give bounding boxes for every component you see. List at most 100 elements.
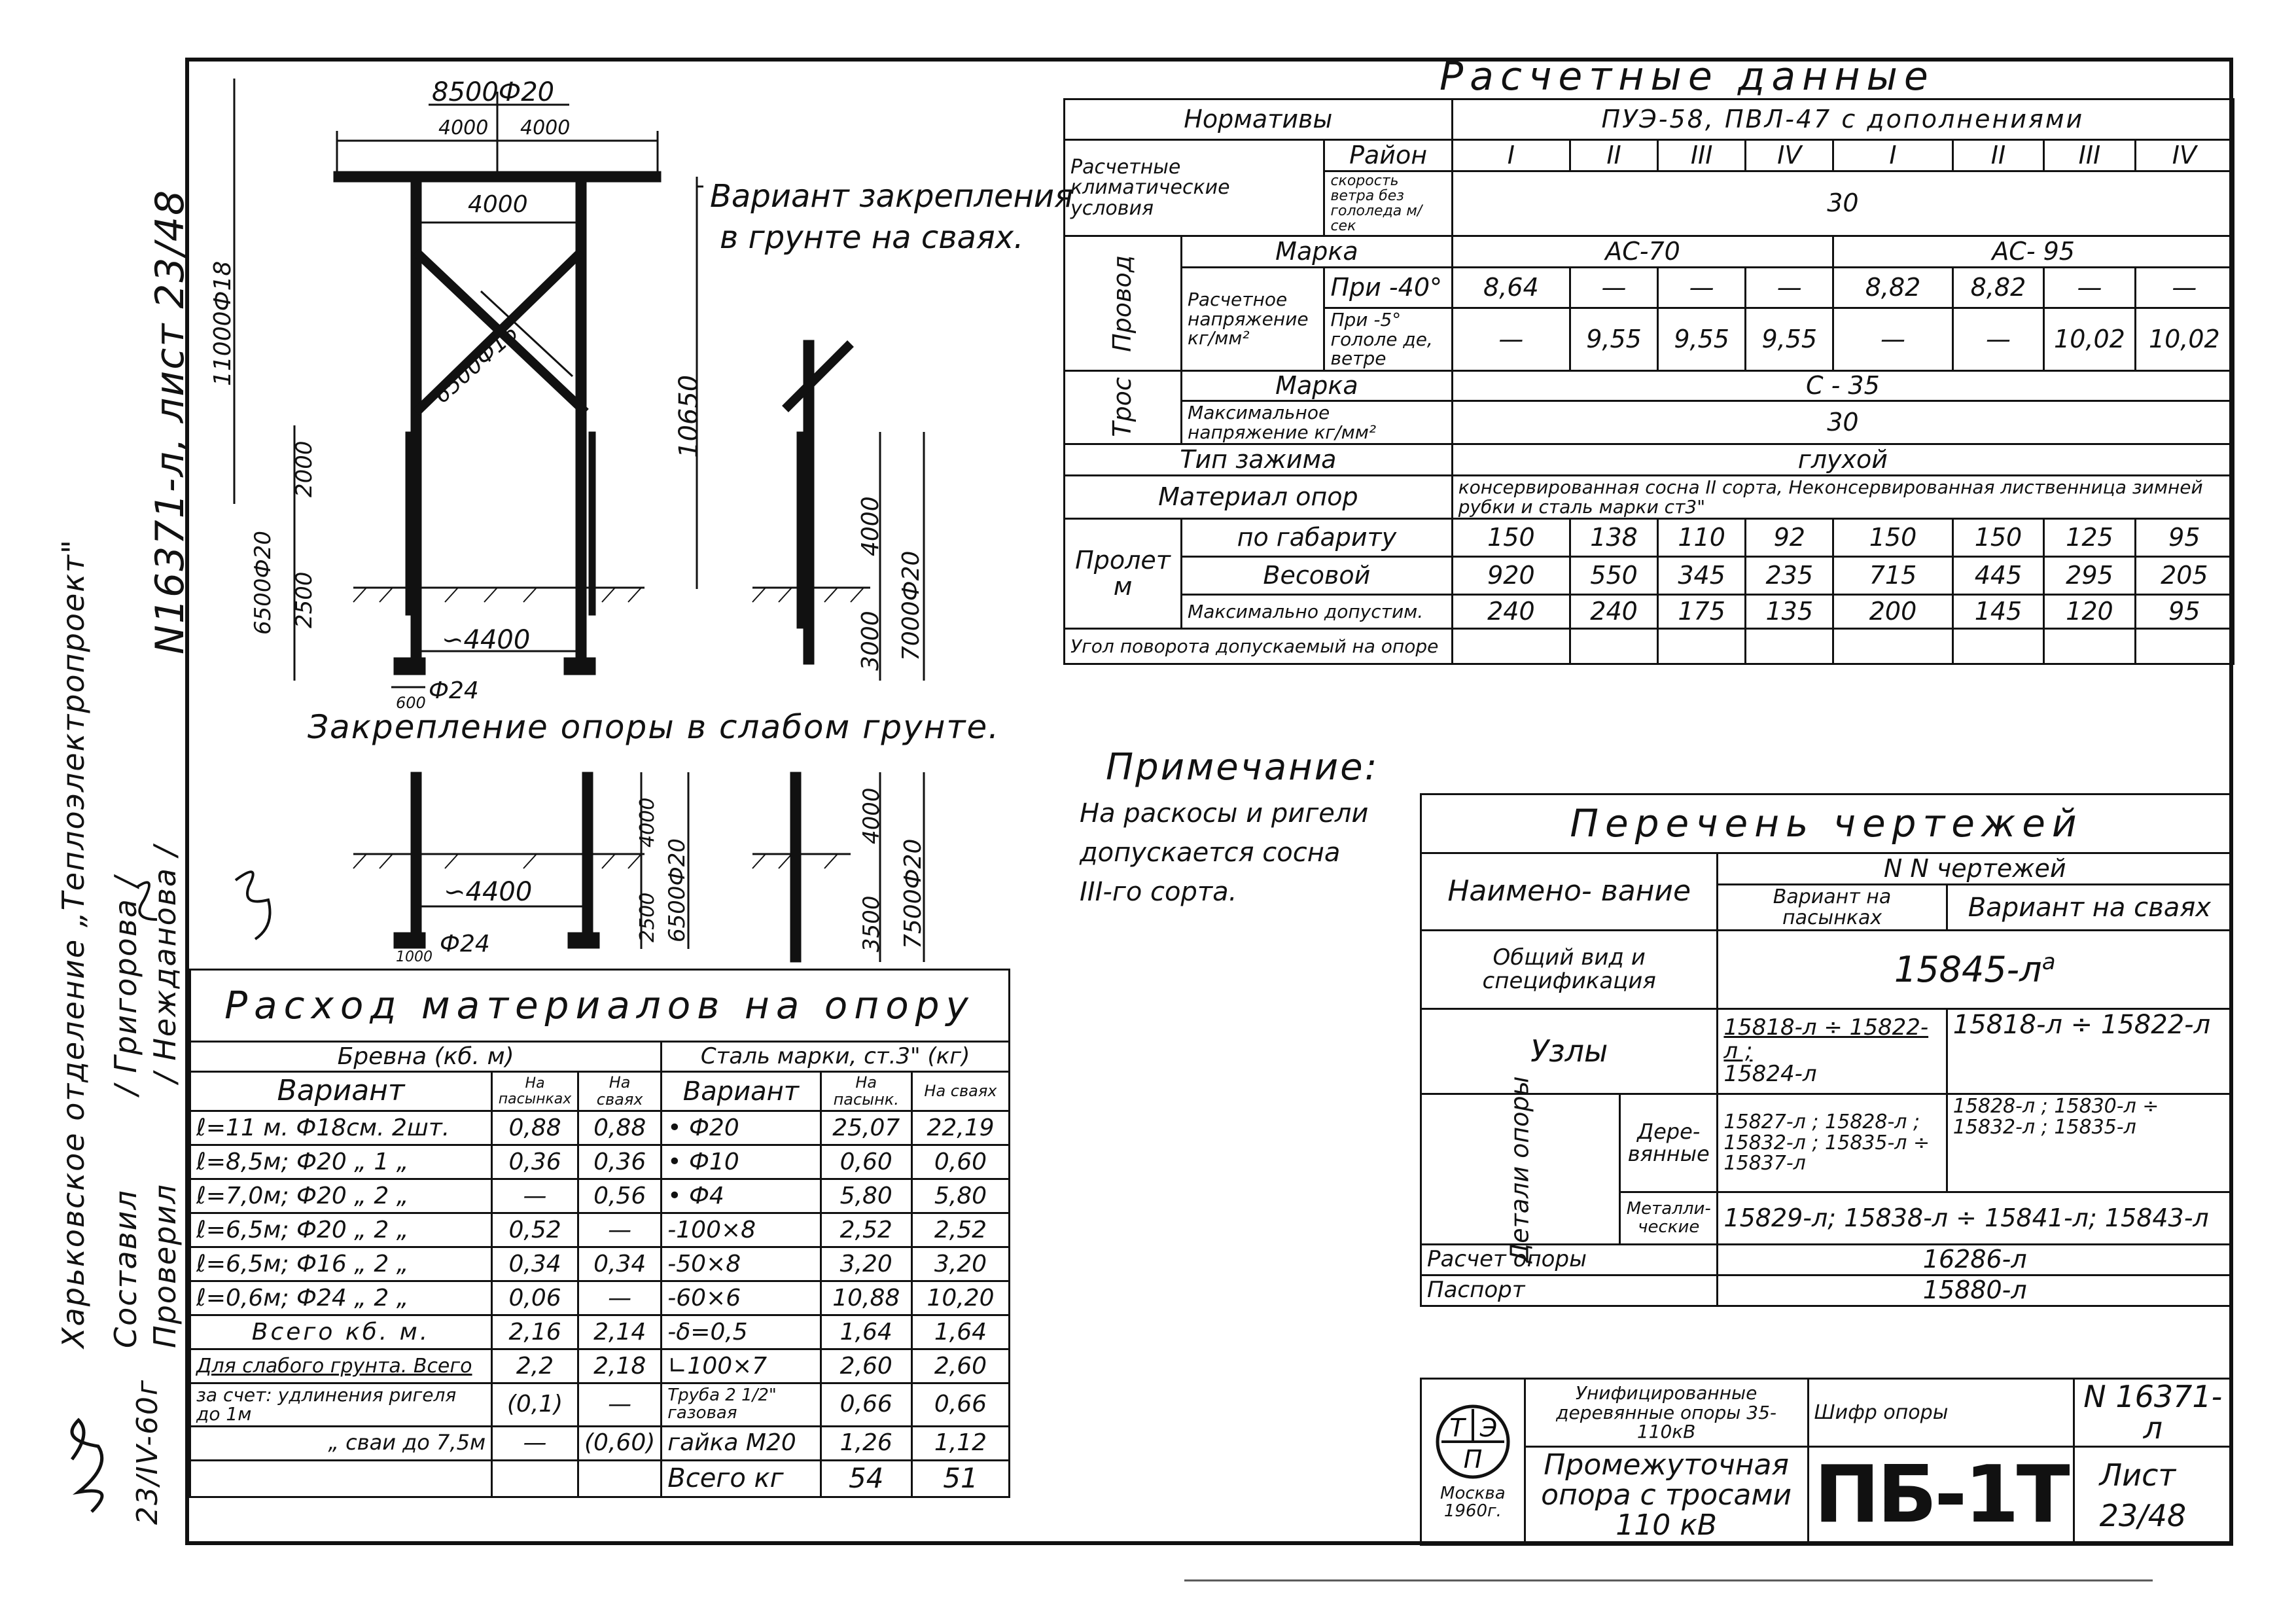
label-600: 600 <box>396 694 426 712</box>
stamp-number: N 16371-л <box>2072 1378 2234 1448</box>
on-pas-label: На пасынках <box>491 1071 580 1112</box>
general-value: 15845-л <box>1894 948 2042 990</box>
nodes-label: Узлы <box>1419 1008 1719 1095</box>
mat-cell: 0,66 <box>910 1382 1011 1427</box>
nodes-v1: 15818-л ÷ 15822-л ; 15824-л <box>1716 1008 1948 1095</box>
brand-ac70: АС-70 <box>1451 235 1835 269</box>
mat-cell: „ сваи до 7,5м <box>188 1425 493 1461</box>
mat-cell: 54 <box>819 1459 913 1498</box>
mat-cell: 5,80 <box>819 1178 913 1214</box>
mat-cell: за счет: удлинения ригеля до 1м <box>188 1382 493 1427</box>
angle-8 <box>2134 628 2235 666</box>
region-5: I <box>1832 139 1954 172</box>
stamp-sheet-value: 23/48 <box>2099 1498 2187 1534</box>
t40-label: При -40° <box>1323 266 1453 310</box>
mat-cell: 2,52 <box>910 1212 1011 1248</box>
materials-title: Расход материалов на опору <box>189 969 1010 1043</box>
t5-label: При -5° гололе де, ветре <box>1323 307 1453 372</box>
variant-subtitle: в грунте на сваях. <box>720 219 1024 256</box>
clamp-label: Тип зажима <box>1063 443 1453 477</box>
mat-cell: 0,06 <box>491 1280 580 1316</box>
t5-2: 9,55 <box>1568 307 1659 372</box>
materials-table: Расход материалов на опору Бревна (кб. м… <box>188 969 1011 1498</box>
stamp-name-cell: Промежуточная опора с тросами 110 кВ <box>1523 1445 1809 1546</box>
mat-cell: 51 <box>910 1459 1011 1498</box>
stamp-series: Унифицированные деревянные опоры 35-110к… <box>1523 1378 1809 1448</box>
note-line-1: На раскосы и ригели <box>1080 798 1369 829</box>
calc-table: Нормативы ПУЭ-58, ПВЛ-47 с дополнениями … <box>1063 98 2235 666</box>
variant-title: Вариант закрепления <box>710 178 1073 215</box>
metal-value: 15829-л; 15838-л ÷ 15841-л; 15843-л <box>1716 1191 2233 1245</box>
drawings-list-title: Перечень чертежей <box>1420 793 2233 854</box>
mat-cell: ℓ=8,5м; Ф20 „ 1 „ <box>188 1144 493 1180</box>
parts-label: Детали опоры <box>1419 1076 1621 1262</box>
stamp-code: ПБ-1Т <box>1807 1445 2075 1546</box>
t40-6: 8,82 <box>1951 266 2045 310</box>
mat-cell: 0,56 <box>577 1178 663 1214</box>
stamp-year: 1960г. <box>1443 1501 1502 1522</box>
calc-title: Расчетные данные <box>1439 54 1935 99</box>
rope-stress: 30 <box>1451 400 2235 446</box>
t5-6: — <box>1951 307 2045 372</box>
weight-label: Весовой <box>1180 556 1453 596</box>
norms-label: Нормативы <box>1063 98 1453 141</box>
mat-cell: 25,07 <box>819 1110 913 1146</box>
label-bolt: Ф24 <box>429 677 479 704</box>
wood-v1-line-2: 15832-л ; 15835-л ÷ <box>1723 1131 1930 1154</box>
metal-label: Металли- ческие <box>1619 1191 1719 1245</box>
mat-cell: гайка М20 <box>660 1425 822 1461</box>
label-base-span: ∽4400 <box>442 625 531 655</box>
label-crossarm: 8500Ф20 <box>432 77 555 107</box>
mat-cell: (0,60) <box>577 1425 663 1461</box>
wire-label: Провод <box>1063 235 1183 372</box>
mat-cell: 2,2 <box>491 1348 580 1384</box>
angle-label: Угол поворота допускаемый на опоре <box>1063 628 1453 666</box>
name-label: Наимено- вание <box>1419 852 1719 931</box>
max-label: Максимально допустим. <box>1180 594 1453 630</box>
mat-cell <box>577 1459 663 1498</box>
mat-cell: Для слабого грунта. Всего <box>188 1348 493 1384</box>
angle-7 <box>2043 628 2136 666</box>
mat-cell: 10,20 <box>910 1280 1011 1316</box>
max-2: 240 <box>1568 594 1659 630</box>
nodes-v2: 15818-л ÷ 15822-л <box>1945 1008 2234 1095</box>
label-weak-span: ∽4400 <box>444 877 533 907</box>
t40-3: — <box>1657 266 1747 310</box>
mat-cell: Труба 2 1/2" газовая <box>660 1382 822 1427</box>
mat-cell: -100×8 <box>660 1212 822 1248</box>
angle-1 <box>1451 628 1571 666</box>
weight-8: 205 <box>2134 556 2235 596</box>
weight-4: 235 <box>1744 556 1835 596</box>
region-3: III <box>1657 139 1747 172</box>
mat-cell: — <box>577 1280 663 1316</box>
gab-3: 110 <box>1657 518 1747 558</box>
var2-label: Вариант на сваях <box>1945 883 2234 931</box>
label-half-left: 4000 <box>438 116 489 139</box>
material-value: консервированная сосна II сорта, Неконсе… <box>1451 474 2235 520</box>
max-4: 135 <box>1744 594 1835 630</box>
wood-v2: 15828-л ; 15830-л ÷ 15832-л ; 15835-л <box>1945 1093 2234 1193</box>
mat-cell: • Ф4 <box>660 1178 822 1214</box>
mat-cell: 0,60 <box>910 1144 1011 1180</box>
t5-4: 9,55 <box>1744 307 1835 372</box>
mat-cell: — <box>491 1178 580 1214</box>
mat-cell: Всего кб. м. <box>188 1314 493 1350</box>
mat-cell: (0,1) <box>491 1382 580 1427</box>
weight-2: 550 <box>1568 556 1659 596</box>
mat-cell: ℓ=7,0м; Ф20 „ 2 „ <box>188 1178 493 1214</box>
mat-cell: 0,88 <box>577 1110 663 1146</box>
mat-cell: 5,80 <box>910 1178 1011 1214</box>
gab-label: по габариту <box>1180 518 1453 558</box>
region-7: III <box>2043 139 2136 172</box>
mat-cell: 1,64 <box>910 1314 1011 1350</box>
stamp-city: Москва <box>1440 1484 1506 1504</box>
mat-cell: 2,18 <box>577 1348 663 1384</box>
rope-brand-label: Марка <box>1180 369 1453 402</box>
region-6: II <box>1951 139 2045 172</box>
stamp-sheet-cell: Лист 23/48 <box>2072 1445 2234 1546</box>
